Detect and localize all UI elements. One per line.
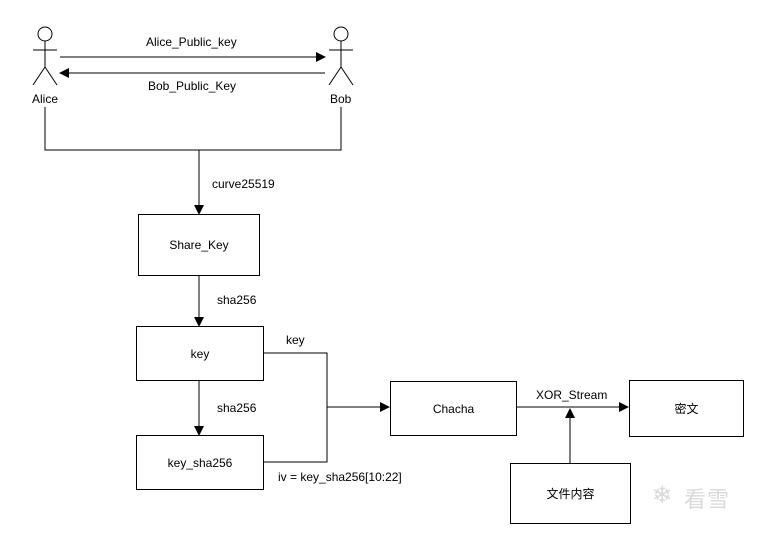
iv-to-chacha-connector xyxy=(263,407,328,463)
key-sha256-label: key_sha256 xyxy=(167,455,233,470)
xor-stream-label: XOR_Stream xyxy=(534,388,610,402)
share-key-box: Share_Key xyxy=(138,214,260,276)
watermark-text: 看雪 xyxy=(684,487,731,512)
ciphertext-box: 密文 xyxy=(629,380,744,437)
alice-actor-icon xyxy=(32,26,58,86)
key-to-chacha-connector xyxy=(263,352,328,407)
bob-actor-icon xyxy=(328,26,354,86)
actors-join-connector xyxy=(44,107,342,151)
alice-public-key-label: Alice_Public_key xyxy=(146,35,237,49)
sha256-label-1: sha256 xyxy=(217,293,257,307)
curve25519-label: curve25519 xyxy=(212,177,275,191)
key-edge-label: key xyxy=(286,333,305,347)
alice-label: Alice xyxy=(32,92,59,106)
key-box: key xyxy=(136,326,264,381)
chacha-box: Chacha xyxy=(390,381,517,436)
snowflake-icon: ❄ xyxy=(652,482,673,509)
bob-label: Bob xyxy=(330,92,352,106)
bob-public-key-label: Bob_Public_Key xyxy=(148,79,237,93)
chacha-label: Chacha xyxy=(432,401,475,416)
key-sha256-box: key_sha256 xyxy=(136,435,264,490)
share-key-label: Share_Key xyxy=(169,238,229,252)
file-content-label: 文件内容 xyxy=(546,487,595,501)
file-content-box: 文件内容 xyxy=(510,463,631,524)
sha256-label-2: sha256 xyxy=(217,401,257,415)
key-label: key xyxy=(190,346,210,361)
iv-label: iv = key_sha256[10:22] xyxy=(278,470,402,484)
ciphertext-label: 密文 xyxy=(674,402,699,416)
